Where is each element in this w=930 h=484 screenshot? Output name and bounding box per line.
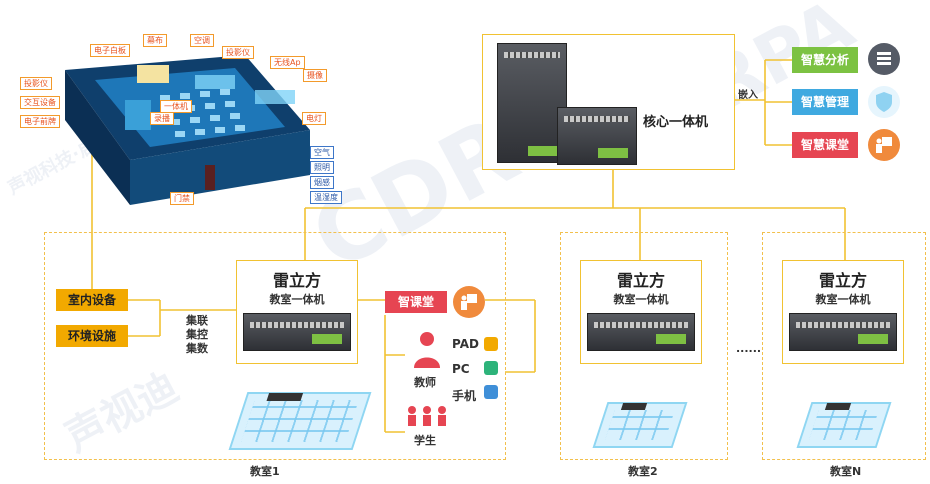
core-label: 核心一体机 [643,115,709,130]
label-wireless-ap: 无线Ap [270,56,305,69]
tablet-icon [484,337,498,351]
server-rack-icon [868,43,900,75]
unit-2-card: 雷立方 教室一体机 [580,260,702,364]
core-box: 核心一体机 [482,34,735,170]
pc-icon [484,361,498,375]
collect-label-2: 集控 [186,328,208,341]
teacher-label: 教师 [414,376,436,389]
unit-n-card: 雷立方 教室一体机 [782,260,904,364]
label-temp-humidity: 温湿度 [310,191,342,204]
smart-analysis-box: 智慧分析 [792,47,858,73]
classroom-1-desks [228,392,372,450]
classroom-2-board [620,403,648,410]
student-label: 学生 [414,434,436,447]
label-all-in-one: 一体机 [160,100,192,113]
classroom-n-label: 教室N [830,465,862,478]
students-icon [408,406,446,426]
ellipsis: ...... [736,342,762,355]
unit-2-brand: 雷立方 [616,271,665,290]
smart-class-box: 智慧课堂 [792,132,858,158]
classroom-2-desks [592,402,688,448]
embed-label: 嵌入 [738,90,758,101]
label-smoke: 烟感 [310,176,334,189]
unit-1-card: 雷立方 教室一体机 [236,260,358,364]
label-light: 电灯 [302,112,326,125]
smart-class-icon [453,286,485,318]
unit-2-device [587,313,695,351]
unit-1-sub: 教室一体机 [269,293,325,306]
unit-n-brand: 雷立方 [818,271,867,290]
label-projector-left: 投影仪 [20,77,52,90]
smart-management-box: 智慧管理 [792,89,858,115]
smart-class-header: 智课堂 [385,291,447,313]
label-aircon: 空调 [190,34,214,47]
classroom-icon [868,129,900,161]
classroom-2-label: 教室2 [628,465,658,478]
label-air: 空气 [310,146,334,159]
classroom-1-label: 教室1 [250,465,280,478]
terminal-pc-label: PC [452,362,470,376]
collect-label-1: 集联 [186,314,208,327]
classroom-1-board [266,393,304,401]
phone-icon [484,385,498,399]
core-rack-large [497,43,567,163]
unit-1-device [243,313,351,351]
unit-n-device [789,313,897,351]
indoor-devices-box: 室内设备 [56,289,128,311]
label-lighting: 照明 [310,161,334,174]
classroom-1-zone [44,232,506,460]
core-rack-small [557,107,637,165]
collect-label-3: 集数 [186,342,208,355]
label-screen: 幕布 [143,34,167,47]
shield-icon [868,86,900,118]
label-door-access: 门禁 [170,192,194,205]
terminal-phone-label: 手机 [452,389,477,403]
classroom-3d-model [25,35,315,210]
label-whiteboard: 电子白板 [90,44,130,57]
terminal-pad-label: PAD [452,337,479,351]
environment-facilities-box: 环境设施 [56,325,128,347]
classroom-model-graphic [65,55,310,205]
unit-1-brand: 雷立方 [272,271,321,290]
label-recording: 录播 [150,112,174,125]
label-camera: 摄像 [303,69,327,82]
unit-n-sub: 教室一体机 [815,293,871,306]
teacher-icon [414,332,440,368]
label-interactive: 交互设备 [20,96,60,109]
label-door-sign: 电子前牌 [20,115,60,128]
label-projector-right: 投影仪 [222,46,254,59]
classroom-n-zone [762,232,926,460]
classroom-n-desks [796,402,892,448]
unit-2-sub: 教室一体机 [613,293,669,306]
classroom-2-zone [560,232,728,460]
classroom-n-board [824,403,852,410]
